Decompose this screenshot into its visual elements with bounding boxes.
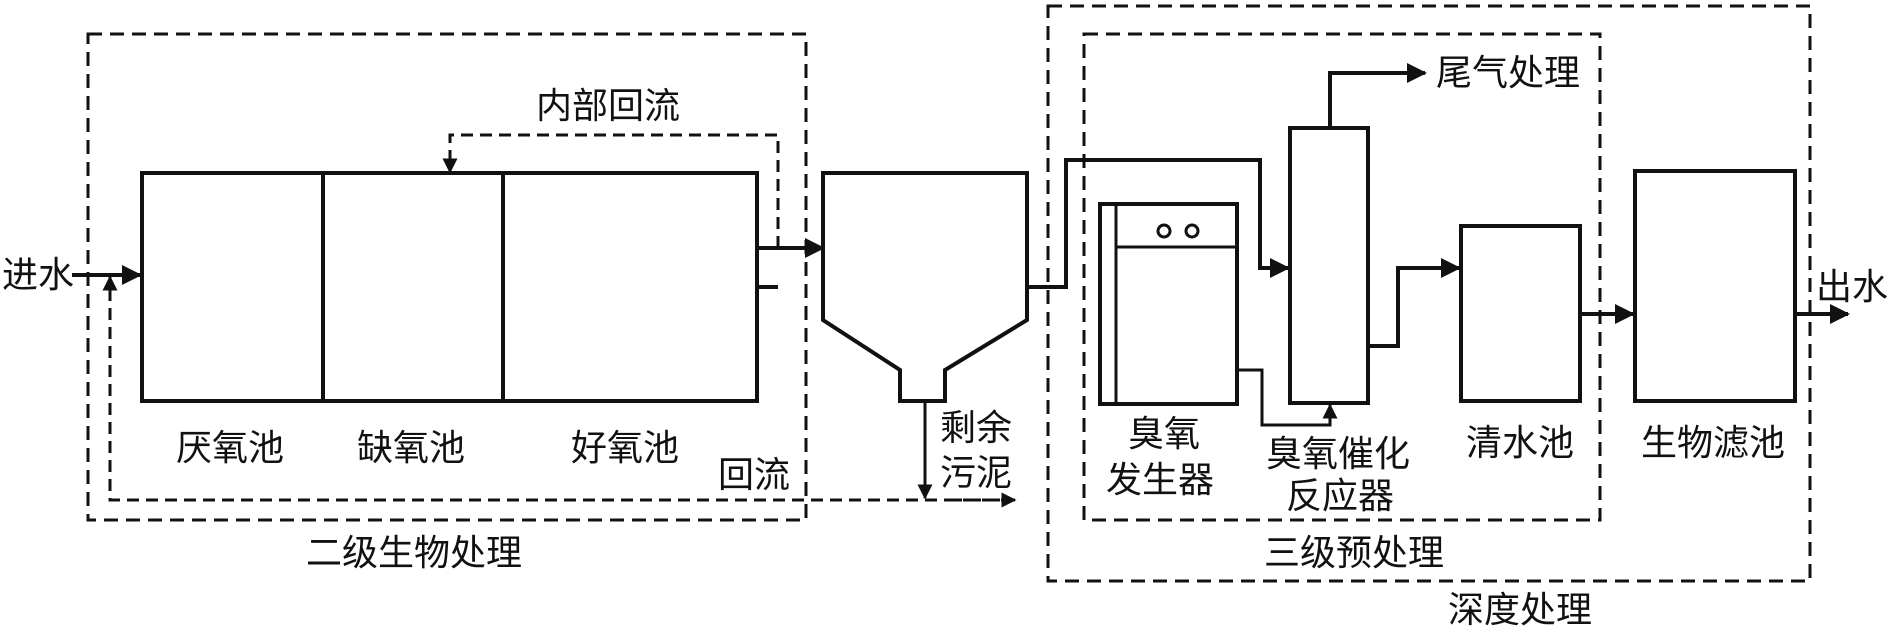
internal-reflux-flow: [442, 133, 780, 248]
clear-water-tank-shape: [1459, 224, 1582, 403]
excess-sludge-label-1: 剩余: [940, 408, 1012, 449]
ozone-reactor-label-1: 臭氧催化: [1266, 434, 1410, 475]
reflux-flow: [102, 275, 1013, 502]
secondary-treatment-label: 二级生物处理: [306, 533, 522, 574]
ozone-catalytic-reactor: [1288, 126, 1370, 405]
internal-reflux-label: 内部回流: [536, 86, 680, 127]
tertiary-pretreatment-label: 三级预处理: [1264, 533, 1444, 574]
tail-gas-label: 尾气处理: [1436, 53, 1580, 94]
advanced-treatment-label: 深度处理: [1448, 590, 1592, 631]
tertiary-pretreatment-boundary: [1082, 32, 1602, 522]
ozone-generator-label-2: 发生器: [1106, 460, 1214, 501]
bio-tank-outline: [140, 171, 759, 403]
reflux-label: 回流: [718, 455, 790, 496]
secondary-clarifier: [821, 171, 1029, 403]
ozone-generator-label-1: 臭氧: [1128, 414, 1200, 455]
anoxic-tank-label: 缺氧池: [357, 428, 465, 469]
reactor-to-clear-water-flow: [1368, 258, 1461, 348]
anaerobic-tank-label: 厌氧池: [176, 428, 284, 469]
clear-water-tank-label: 清水池: [1466, 423, 1574, 464]
bio-filter-shape: [1633, 169, 1797, 403]
ozone-generator: [1098, 202, 1239, 406]
bio-filter-label: 生物滤池: [1641, 423, 1785, 464]
advanced-treatment-boundary: [1046, 4, 1812, 583]
excess-sludge-label-2: 污泥: [940, 453, 1012, 494]
ozone-generator-knob-2: [1184, 223, 1200, 239]
ozone-reactor-label-2: 反应器: [1286, 476, 1394, 517]
tail-gas-flow: [1328, 63, 1427, 128]
aerobic-tank-label: 好氧池: [571, 428, 679, 469]
clarifier-to-reactor-flow: [1027, 158, 1290, 289]
ozone-generator-knob-1: [1156, 223, 1172, 239]
inlet-label: 进水: [2, 255, 74, 296]
outlet-label: 出水: [1816, 267, 1888, 308]
ozone-feed-flow: [1237, 368, 1338, 427]
